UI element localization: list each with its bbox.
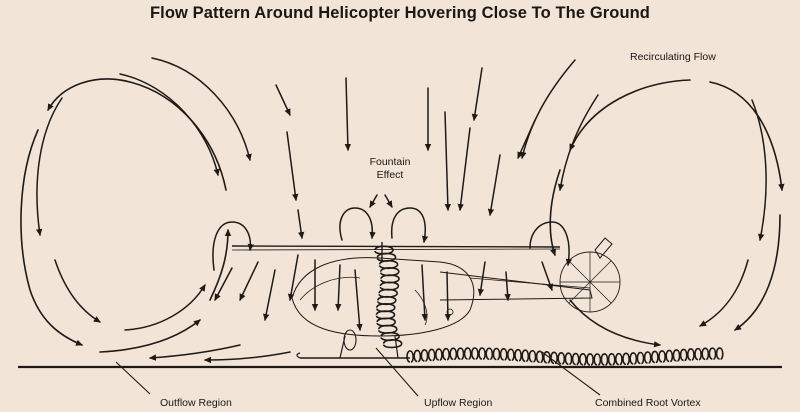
leader-lines — [115, 347, 601, 397]
fountain-effect-label-line1: Fountain — [369, 156, 411, 168]
right-recirculation-loop — [520, 59, 785, 348]
fountain-effect-label: Fountain Effect — [360, 156, 420, 181]
recirculating-flow-label: Recirculating Flow — [630, 51, 716, 63]
fountain-effect-label-line2: Effect — [376, 168, 404, 181]
downwash-arrows — [214, 67, 553, 331]
combined-root-vortex — [374, 245, 724, 366]
ground-vortex-coil — [406, 347, 724, 366]
vertical-vortex-coil — [374, 245, 403, 349]
diagram-title: Flow Pattern Around Helicopter Hovering … — [149, 4, 650, 22]
upflow-region-label: Upflow Region — [424, 397, 493, 409]
fountain-loops — [212, 194, 573, 271]
combined-root-vortex-label: Combined Root Vortex — [595, 397, 701, 409]
helicopter-outline — [231, 237, 621, 359]
outflow-region-label: Outflow Region — [160, 397, 232, 409]
outflow-arrows — [149, 344, 291, 364]
left-recirculation-loop — [20, 57, 252, 353]
